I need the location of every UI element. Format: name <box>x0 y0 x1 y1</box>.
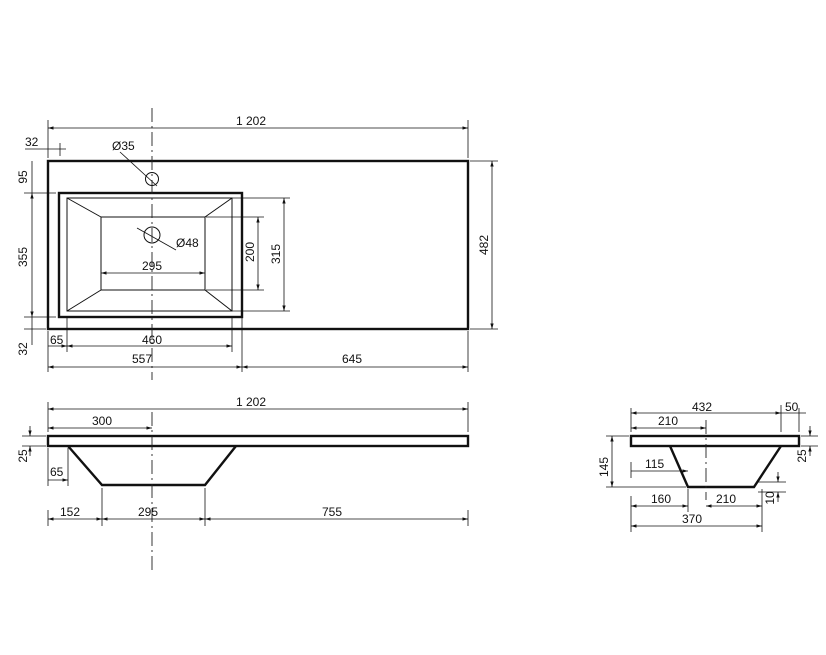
front-slab <box>46 434 470 448</box>
front-bowl-profile <box>67 445 237 487</box>
dim-inner-depth-label: 315 <box>269 244 283 264</box>
dim-overall-width-label: 1 202 <box>236 114 266 128</box>
dim-bottom-thickness-label: 10 <box>763 491 777 505</box>
tap-hole-leader <box>119 151 158 187</box>
side-bowl-profile <box>668 445 783 489</box>
dim-front-to-bottom-label: 160 <box>651 492 671 506</box>
bevel-line <box>204 289 233 312</box>
bevel-line <box>66 197 102 218</box>
drain-hole-label: Ø48 <box>176 236 199 250</box>
dim-side-thickness-label: 25 <box>795 449 809 463</box>
bowl-inner-rim <box>66 197 233 312</box>
dim-inner-offset-label: 115 <box>645 457 664 471</box>
dim-left-offset-label: 152 <box>60 505 80 519</box>
dim-side-offset-label: 65 <box>50 333 64 347</box>
side-slab <box>629 434 801 448</box>
dim-side-bowl-depth-label: 370 <box>682 512 702 526</box>
dim-right-offset-label: 755 <box>322 505 342 519</box>
dim-tap-offset-label: 32 <box>25 135 39 149</box>
dim-bowl-depth-label: 355 <box>16 247 30 267</box>
top-view: Ø35 Ø48 1 202 32 482 95 355 32 315 <box>16 108 498 380</box>
dim-deck-width-label: 645 <box>342 352 362 366</box>
dim-front-overall-width-label: 1 202 <box>236 395 266 409</box>
dim-drain-offset-label: 300 <box>92 414 112 428</box>
dim-front-edge-label: 32 <box>16 342 30 356</box>
drain-hole-leader <box>136 227 177 251</box>
tap-hole-icon <box>145 172 159 186</box>
countertop-outline <box>46 159 470 331</box>
dim-bowl-width-label: 460 <box>142 333 162 347</box>
dim-back-to-bowl-label: 95 <box>16 170 30 184</box>
dim-bowl-height-label: 145 <box>597 457 611 477</box>
dim-front-bottom-width-label: 295 <box>138 505 158 519</box>
dim-top-thickness-label: 25 <box>16 449 30 463</box>
front-view: 1 202 300 25 65 152 295 755 <box>16 395 470 572</box>
bowl-bottom <box>100 216 206 291</box>
dim-side-bottom-width-label: 210 <box>716 492 736 506</box>
dim-total-depth-label: 432 <box>692 400 712 414</box>
dim-inner-bottom-width-label: 295 <box>142 259 162 273</box>
dim-bowl-zone-width-label: 557 <box>132 352 152 366</box>
bowl-outline <box>57 191 244 319</box>
dim-drain-from-front-label: 210 <box>658 414 678 428</box>
side-view: 432 50 210 25 145 115 10 160 <box>597 400 818 532</box>
dim-depth-total-label: 482 <box>477 235 491 255</box>
drain-hole-icon <box>143 226 161 244</box>
dim-bottom-offset-label: 65 <box>50 465 64 479</box>
dim-inner-bottom-depth-label: 200 <box>243 242 257 262</box>
bevel-line <box>204 197 233 218</box>
bevel-line <box>66 289 102 312</box>
tap-hole-label: Ø35 <box>112 139 135 153</box>
dim-back-offset-label: 50 <box>785 400 799 414</box>
